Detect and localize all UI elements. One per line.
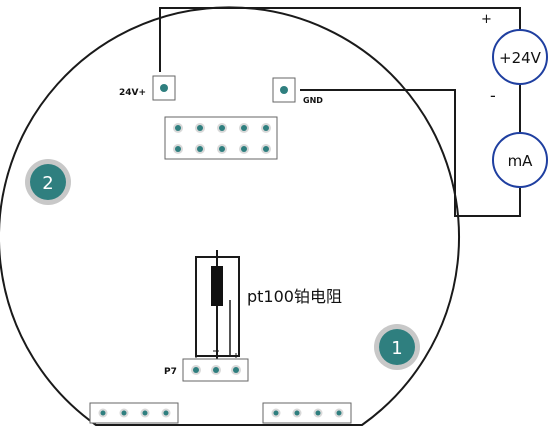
power-source: +24V (492, 29, 548, 85)
marker-2: 2 (25, 159, 71, 205)
marker-2-label: 2 (42, 173, 53, 194)
terminal-gnd (272, 77, 296, 103)
bottom-header-right (262, 402, 352, 424)
wire-24v (159, 7, 521, 72)
minus-sign: - (490, 86, 496, 105)
ammeter: mA (492, 132, 548, 188)
sensor-label: pt100铂电阻 (247, 287, 342, 306)
ammeter-label: mA (508, 152, 534, 170)
plus-sign: + (481, 12, 492, 27)
terminal-24v (152, 75, 176, 101)
label-gnd: GND (303, 96, 323, 105)
pt100-sensor (195, 250, 240, 370)
label-24v: 24V+ (119, 88, 146, 98)
pin-header-2x5 (164, 116, 278, 160)
wire-gnd (300, 89, 521, 217)
connector-p7 (182, 350, 249, 382)
marker-1: 1 (374, 324, 420, 370)
connector-p7-label: P7 (164, 367, 177, 377)
marker-1-label: 1 (391, 338, 402, 359)
bottom-header-left (89, 402, 179, 424)
power-source-label: +24V (499, 49, 542, 67)
